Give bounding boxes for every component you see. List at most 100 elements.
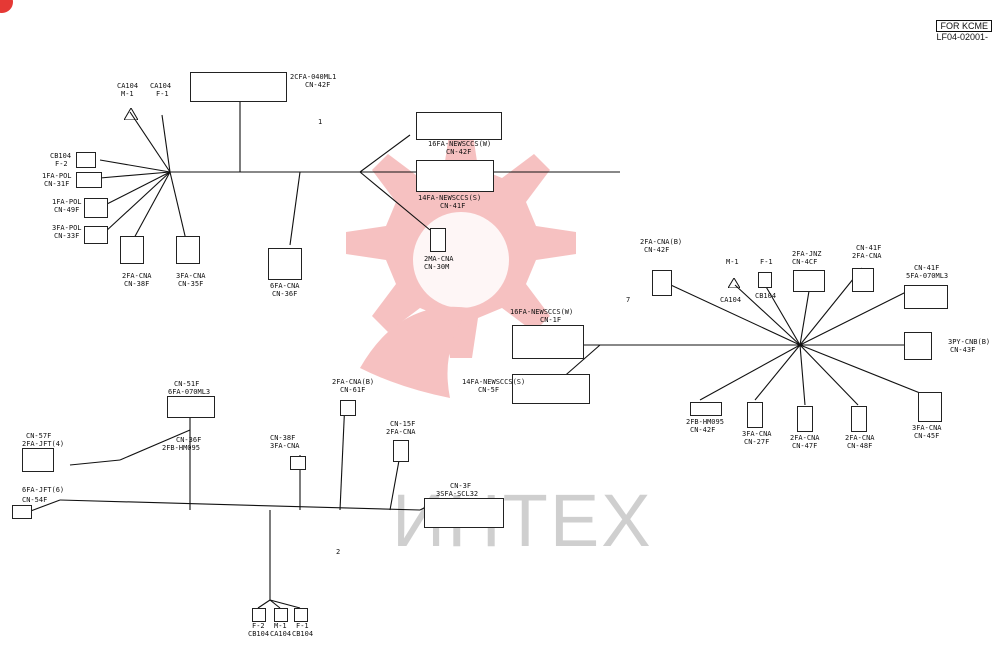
label-bc6: CN-3F — [450, 482, 472, 490]
label-pol3-name: 3FA-POL — [52, 224, 82, 232]
label-cna-r4-sub: CN-47F — [792, 442, 818, 450]
label-bottom2-sub: CA104 — [270, 630, 292, 638]
label-bl2-sub: 6FA-JFT(6) — [22, 486, 65, 494]
label-f1-right-sub: CB104 — [755, 292, 777, 300]
label-newsccs-top-sub: CN-42F — [446, 148, 472, 156]
label-bc3-sub: CN-38F — [270, 434, 296, 442]
label-jnz: 2FA-JNZ — [792, 250, 822, 258]
connector-cb104-left — [76, 152, 96, 168]
label-wire-one: 1 — [318, 118, 323, 126]
label-spy-sub: CN-43F — [950, 346, 976, 354]
connector-cna-r4 — [797, 406, 813, 432]
connector-cn42f-top — [190, 72, 287, 102]
connector-bc4 — [340, 400, 356, 416]
label-bc5: CN-15F — [390, 420, 416, 428]
sheet-title-block: FOR KCME LF04-02001- — [936, 20, 992, 42]
connector-pol2 — [84, 198, 108, 218]
connector-f1-right — [758, 272, 772, 288]
connector-cna-r5 — [851, 406, 867, 432]
connector-cna-left1 — [120, 236, 144, 264]
label-bc3: 3FA-CNA — [270, 442, 300, 450]
label-bc4: CN-61F — [340, 386, 366, 394]
label-cnr-right: 5FA-070ML3 — [906, 272, 949, 280]
connector-bottom3 — [294, 608, 308, 622]
label-cn42f-top-sub: CN-42F — [305, 81, 331, 89]
label-m1-right: M-1 — [726, 258, 739, 266]
connector-right-cna — [652, 270, 672, 296]
label-bottom3: F-1 — [296, 622, 309, 630]
connector-bc1 — [167, 396, 215, 418]
connector-cnr-right — [904, 285, 948, 309]
ground-triangle-icon — [728, 278, 740, 288]
label-cna-r5-sub: CN-48F — [847, 442, 873, 450]
label-right-cna: 2FA-CNA(B) — [640, 238, 683, 246]
label-cna-right2: 2FA-CNA — [852, 252, 882, 260]
label-cna-small: 2MA-CNA — [424, 255, 454, 263]
connector-cna-right2 — [852, 268, 874, 292]
connector-newsccs-lower — [512, 374, 590, 404]
connector-newsccs-top — [416, 112, 502, 140]
label-cna-left2-sub: CN-35F — [178, 280, 204, 288]
label-bl2: CN-54F — [22, 496, 48, 504]
label-bottom1-sub: CB104 — [248, 630, 270, 638]
label-bc6-sub: 3SFA-SCL32 — [436, 490, 479, 498]
connector-bl1 — [22, 448, 54, 472]
label-cna-r3-sub: CN-27F — [744, 438, 770, 446]
label-cna-right2-sub: CN-41F — [856, 244, 882, 252]
connector-pol3 — [84, 226, 108, 244]
label-pol2-name: 1FA-POL — [52, 198, 82, 206]
watermark-gear-icon — [346, 128, 576, 398]
corner-marker-icon — [0, 0, 13, 13]
label-bc1: CN-51F — [174, 380, 200, 388]
connector-bc5 — [393, 440, 409, 462]
label-newsccs-top: 16FA-NEWSCCS(W) — [428, 140, 492, 148]
label-cna-left2: 3FA-CNA — [176, 272, 206, 280]
label-bc2-sub: 2FB-HM095 — [162, 444, 200, 452]
label-cna-left1-sub: CN-38F — [124, 280, 150, 288]
connector-pol1 — [76, 172, 102, 188]
label-pol1-name: 1FA-POL — [42, 172, 72, 180]
label-cna-center1-sub: CN-36F — [272, 290, 298, 298]
label-newsccs-lower-sub: CN-5F — [478, 386, 500, 394]
connector-cna-small — [430, 228, 446, 252]
label-newsccs-mid: 14FA-NEWSCCS(S) — [418, 194, 482, 202]
label-cb104-left: CB104 — [50, 152, 72, 160]
label-bc4-sub: 2FA-CNA(B) — [332, 378, 375, 386]
label-bl1: CN-57F — [26, 432, 52, 440]
connector-bl2 — [12, 505, 32, 519]
connector-hm — [690, 402, 722, 416]
label-right-cna-sub: CN-42F — [644, 246, 670, 254]
connector-bottom2 — [274, 608, 288, 622]
connector-cna-center — [268, 248, 302, 280]
label-bottom1: F-2 — [252, 622, 265, 630]
label-f1-right: F-1 — [760, 258, 773, 266]
label-jnz-sub: CN-4CF — [792, 258, 818, 266]
label-ca104-top: CA104 — [117, 82, 139, 90]
label-cn42f-top-name: 2CFA-040ML1 — [290, 73, 337, 81]
label-pol2-sub: CN-49F — [54, 206, 80, 214]
connector-jnz — [793, 270, 825, 292]
connector-cna-r3 — [747, 402, 763, 428]
label-newsccs-bottom: 16FA-NEWSCCS(W) — [510, 308, 574, 316]
label-cna-r3: 3FA-CNA — [742, 430, 772, 438]
label-hm-sub: CN-42F — [690, 426, 716, 434]
label-bl1-sub: 2FA-JFT(4) — [22, 440, 65, 448]
label-cna-small-sub: CN-30M — [424, 263, 450, 271]
label-cna-center1: 6FA-CNA — [270, 282, 300, 290]
connector-spy — [904, 332, 932, 360]
label-newsccs-bottom-sub: CN-1F — [540, 316, 562, 324]
label-cna-r5: 2FA-CNA — [845, 434, 875, 442]
label-newsccs-lower: 14FA-NEWSCCS(S) — [462, 378, 526, 386]
label-spy: 3PY-CNB(B) — [948, 338, 991, 346]
label-pol3-sub: CN-33F — [54, 232, 80, 240]
label-wire-seven: 7 — [626, 296, 631, 304]
label-cna-r4: 2FA-CNA — [790, 434, 820, 442]
connector-newsccs-bottom — [512, 325, 584, 359]
label-cnr-right-sub: CN-41F — [914, 264, 940, 272]
label-ca104-top2: CA104 — [150, 82, 172, 90]
label-cb104-left-sub: F-2 — [55, 160, 68, 168]
connector-bc6 — [424, 498, 504, 528]
connector-newsccs-mid — [416, 160, 494, 192]
label-cna-r6-sub: CN-45F — [914, 432, 940, 440]
